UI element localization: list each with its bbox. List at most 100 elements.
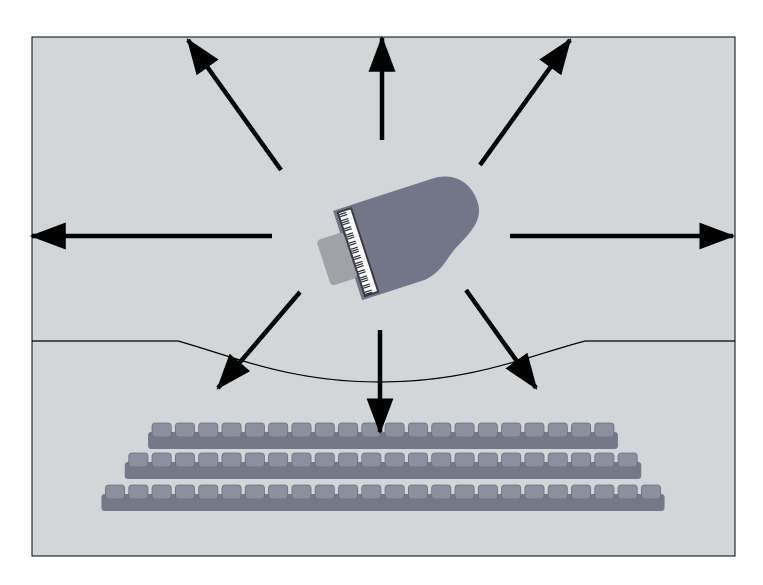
audience-seat-icon [571, 452, 592, 468]
audience-seat-icon [594, 484, 615, 500]
seat-cushion [385, 499, 405, 508]
black-key [342, 222, 350, 226]
audience-seat-icon [361, 452, 382, 468]
audience-seat-icon [431, 452, 452, 468]
seat-cushion [221, 499, 242, 508]
audience-seat-icon [501, 452, 522, 468]
seat-cushion [361, 467, 381, 476]
seat-cushion [408, 437, 428, 446]
audience-seat-icon [128, 452, 149, 468]
seat-cushion [408, 499, 428, 508]
audience-seat-icon [477, 484, 498, 500]
audience-seat-icon [617, 484, 638, 500]
seat-cushion [315, 437, 335, 446]
grand-piano-icon [333, 176, 480, 301]
seat-cushion [361, 437, 381, 446]
seat-cushion [478, 467, 498, 476]
seat-cushion [198, 499, 218, 508]
seat-cushion [454, 499, 475, 508]
seat-cushion [291, 467, 312, 476]
seat-cushion [245, 467, 265, 476]
audience-seat-icon [384, 484, 405, 500]
black-key [362, 283, 370, 287]
audience-seat-icon [571, 484, 592, 500]
seat-cushion [198, 467, 218, 476]
audience-seat-icon [291, 484, 312, 500]
seat-cushion [501, 437, 521, 446]
black-key [365, 291, 373, 295]
audience-seat-icon [454, 422, 475, 438]
seat-cushion [571, 467, 591, 476]
seat-cushion [245, 437, 265, 446]
audience-seat-icon [338, 484, 359, 500]
seat-cushion [454, 467, 475, 476]
black-key [348, 240, 356, 244]
audience-seat-icon [221, 484, 242, 500]
audience-seat-icon [547, 422, 568, 438]
seat-cushion [175, 499, 195, 508]
audience-seat-icon [105, 484, 126, 500]
audience-seat-icon [594, 422, 615, 438]
arrow-down-right [464, 288, 538, 390]
seat-cushion [618, 499, 638, 508]
seat-cushion [454, 437, 475, 446]
arrow-up-left [186, 38, 283, 172]
audience-seat-icon [547, 452, 568, 468]
audience-seat-icon [501, 422, 522, 438]
audience-seat-icon [174, 452, 195, 468]
audience-seat-icon [151, 484, 172, 500]
seat-cushion [641, 499, 661, 508]
black-key [351, 248, 359, 252]
black-key [340, 213, 348, 218]
black-key [347, 236, 355, 240]
seat-cushion [361, 499, 381, 508]
audience-seat-icon [547, 484, 568, 500]
audience-seat-icon [524, 484, 545, 500]
black-key [351, 250, 360, 255]
black-key [345, 232, 354, 236]
audience-seat-icon [268, 422, 289, 438]
black-key [357, 269, 366, 273]
black-key [350, 246, 358, 250]
seat-cushion [385, 467, 405, 476]
audience-seat-icon [454, 452, 475, 468]
audience-seat-icon [407, 484, 428, 500]
audience-seat-icon [477, 452, 498, 468]
seat-cushion [501, 467, 521, 476]
audience-seat-icon [524, 452, 545, 468]
black-key [343, 226, 352, 230]
audience-seat-icon [431, 484, 452, 500]
seat-cushion [431, 437, 451, 446]
black-key [360, 277, 368, 281]
audience-seat-icon [454, 484, 475, 500]
black-key [355, 260, 363, 265]
audience-seat-icon [128, 484, 149, 500]
audience-seat-icon [151, 422, 172, 438]
black-key [353, 256, 362, 261]
seat-cushion [152, 499, 172, 508]
seat-cushion [175, 437, 195, 446]
seat-cushion [175, 467, 195, 476]
seat-cushion [431, 499, 451, 508]
seat-cushion [268, 499, 288, 508]
black-key [346, 234, 354, 238]
seat-cushion [128, 467, 148, 476]
black-key [361, 279, 369, 283]
piano-keyboard [336, 206, 380, 298]
sound-direction-arrows [29, 35, 736, 435]
black-key [339, 211, 347, 216]
audience-seat-icon [594, 452, 615, 468]
arrow-up-right [478, 38, 572, 167]
audience-seat-icon [221, 452, 242, 468]
audience-seat-icon [291, 452, 312, 468]
audience-seat-icon [244, 452, 265, 468]
seat-cushion [338, 467, 358, 476]
seat-cushion [618, 467, 638, 476]
black-key [359, 275, 368, 279]
seat-cushion [431, 467, 451, 476]
seat-cushion [338, 437, 358, 446]
seat-cushion [198, 437, 218, 446]
seat-cushion [221, 437, 242, 446]
seat-cushion [524, 437, 545, 446]
